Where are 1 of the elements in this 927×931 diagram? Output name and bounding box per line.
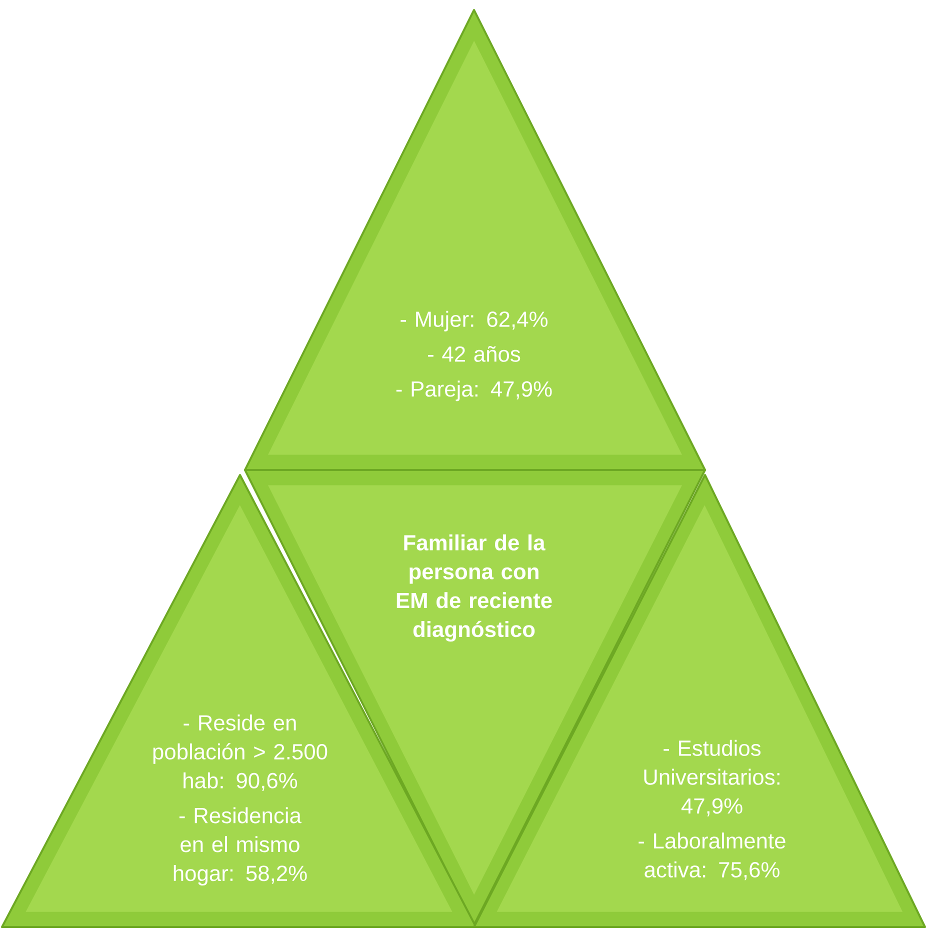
triangle-panel: - Mujer: 62,4% - 42 años - Pareja: 47,9% bbox=[244, 9, 706, 471]
